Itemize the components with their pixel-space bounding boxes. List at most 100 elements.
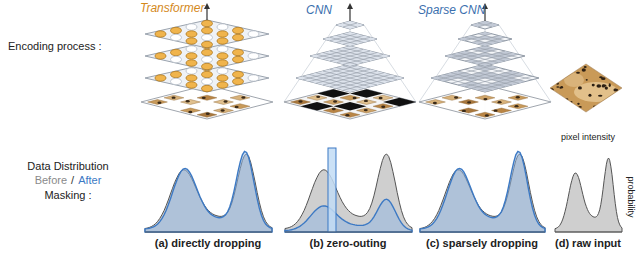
cheetah-spot [172,96,176,98]
feature-cell [465,78,479,82]
token [217,24,228,30]
label: (d) raw input [555,237,621,250]
cheetah-spot [618,76,621,78]
cheetah-spot [574,67,578,69]
token-layer [145,20,269,48]
cheetah-spot [353,97,357,99]
token-layer [145,42,269,70]
patch-layer [419,85,551,119]
grid-line [330,73,384,87]
cheetah-spot [379,97,383,99]
cheetah-spot [553,72,556,74]
token [155,75,166,81]
grid-line [478,76,532,90]
token [202,49,213,55]
label: Masking : [44,189,91,202]
token [217,60,228,66]
feature-cell [458,37,472,41]
feature-layer [431,64,539,92]
grid-line [343,54,383,64]
cheetah-spot [599,109,603,111]
token [233,27,244,33]
cheetah-spot [609,83,611,87]
grid-line [343,37,370,44]
feature-cell [478,63,491,66]
image-patch [508,95,528,100]
after-curve [145,151,272,232]
cheetah-spot [613,94,616,97]
raw-image [549,64,623,112]
label: Transformer [140,2,204,16]
token [233,49,244,55]
feature-layer [336,21,364,29]
grid-line [343,23,357,27]
cheetah-spot [467,101,471,103]
grid-line [438,76,492,90]
label: / [71,174,74,187]
token [202,71,213,77]
cheetah-spot [588,94,591,97]
feature-cell [343,89,357,93]
token [171,56,182,62]
cheetah-spot [599,76,603,78]
cheetah-spot [596,84,601,87]
cheetah-spot [560,86,563,88]
cheetah-spot [576,72,580,74]
token [202,56,213,62]
grid-line [465,73,519,87]
image-patch [197,112,217,117]
grid-line [472,36,499,43]
cheetah-spot [483,98,487,100]
image-patch [442,95,462,100]
token [186,82,197,88]
image-patch [214,108,234,113]
cheetah-spot [560,107,564,110]
cheetah-spot [556,86,559,88]
token [171,49,182,55]
cheetah-spot [381,106,385,108]
token [217,82,228,88]
cheetah-spot [316,96,320,98]
image-patch [373,104,393,109]
cheetah-spot [345,114,349,116]
image-patch [197,95,217,100]
label: (a) directly dropping [155,237,261,250]
image-patch [164,95,184,100]
cheetah-spot [332,108,336,110]
grid-line [323,71,377,85]
token [202,78,213,84]
token [233,56,244,62]
cheetah-spot [235,106,239,108]
grid-line [317,54,357,64]
feature-cell [343,63,356,66]
cheetah-spot [615,97,619,99]
token [217,38,228,44]
feature-cell [472,37,486,41]
grid-line [478,23,492,27]
cheetah-spot [598,95,602,97]
image-patch [373,95,393,100]
cheetah-spot [568,64,570,67]
feature-layer [323,32,377,46]
image-ground [550,64,622,112]
grid-line [458,71,512,85]
feature-cell [478,68,492,72]
grid-line [472,36,499,43]
cheetah-spot [485,114,489,116]
cheetah-spot [609,71,611,73]
zero-spike [328,148,336,232]
grid-line [343,23,357,27]
feature-cell [438,78,452,82]
cheetah-spot [586,79,588,81]
output-arrow [206,8,207,20]
token [186,46,197,52]
label: (b) zero-outing [310,237,387,250]
token [202,63,213,69]
image-patch [307,95,327,100]
patch-layer [141,85,273,119]
grid-line [465,37,492,44]
token [217,68,228,74]
cheetah-spot [592,84,595,87]
image-patch [508,104,528,109]
label: pixel intensity [561,132,615,142]
